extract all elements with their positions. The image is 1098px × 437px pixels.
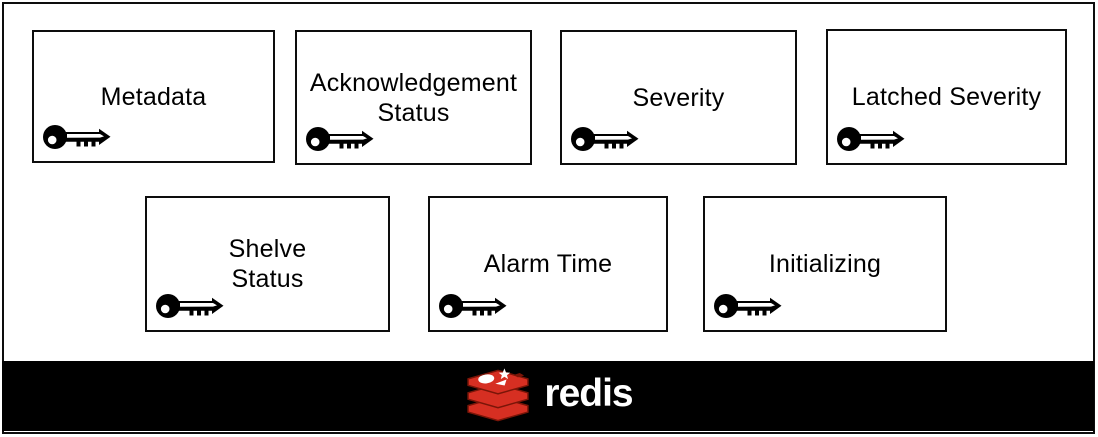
field-box-initializing: Initializing — [703, 196, 947, 332]
footer-brand-bar: redis — [2, 361, 1094, 431]
key-icon — [714, 294, 782, 318]
field-box-acknowledgement-status: Acknowledgement Status — [295, 30, 532, 165]
key-icon — [837, 127, 905, 151]
redis-logo-icon — [467, 368, 530, 422]
field-label: Severity — [633, 83, 725, 113]
field-label-line: Severity — [632, 83, 725, 112]
field-box-latched-severity: Latched Severity — [826, 29, 1067, 165]
field-label-line: Acknowledgement — [309, 68, 518, 97]
field-label-line: Shelve — [228, 235, 307, 263]
field-label: Initializing — [769, 249, 881, 279]
field-label-line: Status — [231, 265, 304, 293]
field-label-line: Metadata — [100, 82, 207, 111]
key-icon — [156, 294, 224, 318]
field-label: Acknowledgement Status — [310, 68, 517, 128]
field-label: Alarm Time — [484, 249, 612, 279]
field-box-metadata: Metadata — [32, 30, 275, 163]
key-icon — [439, 294, 507, 318]
field-box-alarm-time: Alarm Time — [428, 196, 668, 332]
field-label-line: Initializing — [768, 250, 882, 278]
field-label: Metadata — [101, 82, 207, 112]
key-icon — [571, 127, 639, 151]
key-icon — [306, 127, 374, 151]
field-label: Shelve Status — [229, 234, 307, 294]
key-icon — [43, 125, 111, 149]
field-box-severity: Severity — [560, 30, 797, 165]
field-label-line: Status — [377, 98, 450, 127]
field-box-shelve-status: Shelve Status — [145, 196, 390, 332]
redis-wordmark: redis — [544, 372, 633, 415]
field-label-line: Latched Severity — [851, 83, 1042, 111]
field-label: Latched Severity — [852, 82, 1041, 112]
field-label-line: Alarm Time — [483, 250, 613, 278]
